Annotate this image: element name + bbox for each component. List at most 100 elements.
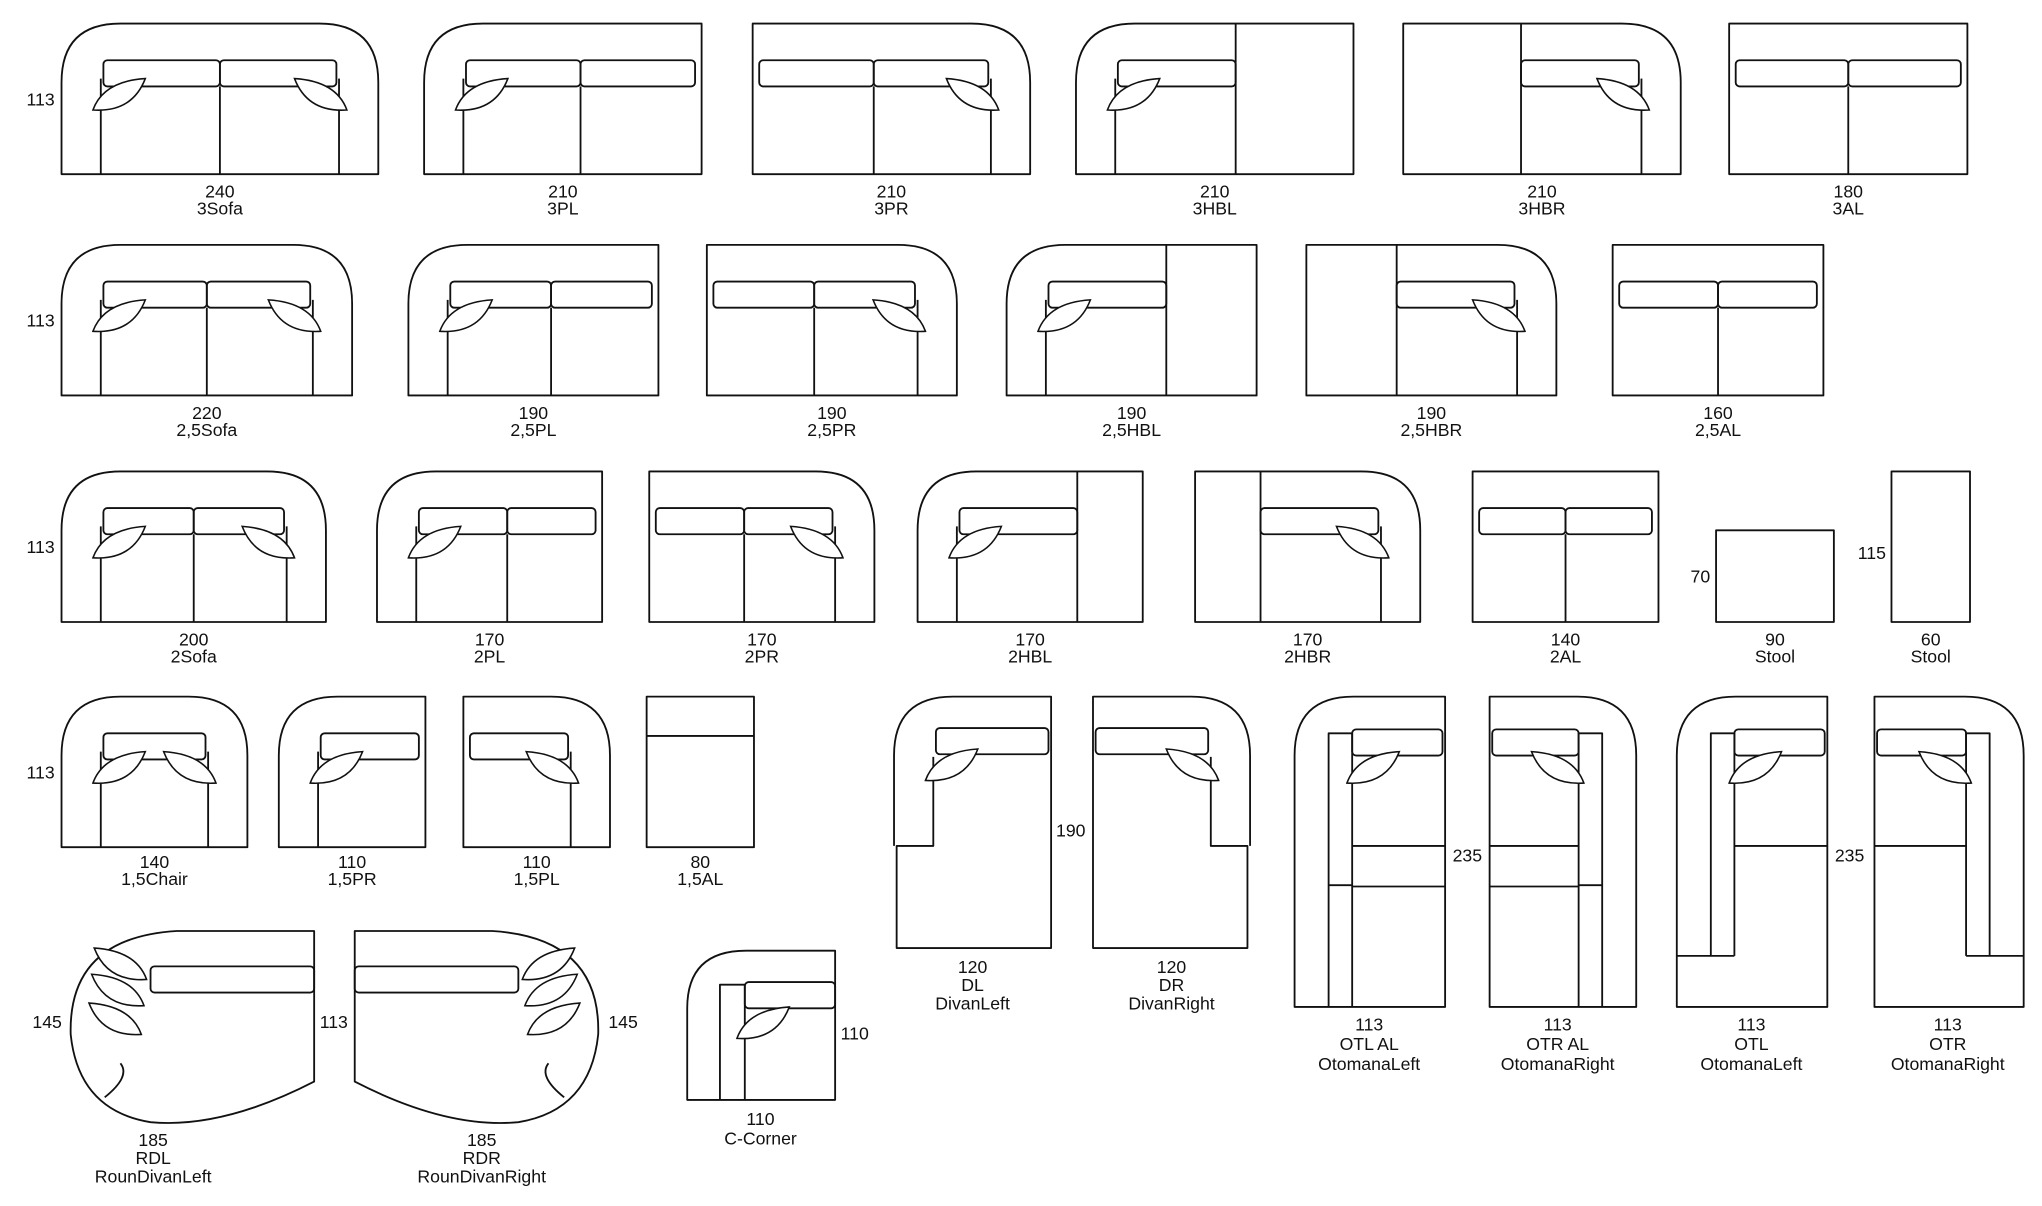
armrest-cushion-icon [1728, 750, 1783, 784]
back-cushion [192, 507, 285, 536]
back-cushion [102, 732, 207, 761]
armrest-cushion-icon [438, 299, 494, 333]
armrest-cushion-icon [526, 1002, 582, 1036]
outline [719, 983, 746, 1100]
module-label: C-Corner [724, 1128, 797, 1148]
back-cushion [712, 280, 816, 309]
outline [686, 949, 837, 1101]
armrest-cushion-icon [521, 947, 576, 981]
module-label: 185 [467, 1130, 497, 1150]
back-cushion [654, 507, 746, 536]
back-cushion [149, 965, 316, 994]
armrest-cushion-icon [1595, 77, 1651, 111]
module-label: 120 [958, 957, 988, 977]
depth-label: 145 [608, 1012, 638, 1032]
armrest-cushion-icon [924, 748, 979, 782]
back-cushion [743, 507, 834, 536]
outline [1577, 732, 1604, 1007]
outline [1402, 22, 1682, 176]
outline [423, 22, 703, 176]
module-label: 3HBR [1518, 199, 1565, 219]
module-label: 220 [192, 403, 222, 423]
back-cushion [319, 732, 420, 761]
armrest-cushion-icon [91, 750, 147, 784]
outline [648, 470, 876, 623]
module-label: 3HBL [1193, 199, 1237, 219]
module-label: OtomanaRight [1891, 1054, 2005, 1074]
module-label: RDR [463, 1148, 501, 1168]
module-label: 185 [138, 1130, 168, 1150]
module-label: 2PL [474, 647, 506, 667]
back-cushion [743, 981, 837, 1010]
outline [1194, 470, 1422, 623]
depth-label: 235 [1835, 846, 1865, 866]
row-depth-label: 113 [27, 89, 55, 109]
module-label: 180 [1834, 182, 1864, 202]
outline [1728, 22, 1969, 176]
armrest-cushion-icon [293, 77, 348, 111]
module-label: 113 [1934, 1015, 1962, 1035]
outline [1305, 243, 1558, 397]
outline [645, 695, 755, 849]
armrest-cushion-icon [90, 973, 146, 1007]
module-label: 80 [690, 852, 710, 872]
depth-label: 145 [32, 1012, 62, 1032]
back-cushion [1717, 280, 1818, 309]
module-label: DR [1159, 975, 1185, 995]
outline [893, 695, 1053, 949]
module-label: 1,5PL [514, 869, 560, 889]
back-cushion [205, 280, 312, 309]
armrest-cushion-icon [1530, 750, 1585, 784]
armrest-cushion-icon [947, 525, 1003, 559]
module-label: 120 [1157, 957, 1187, 977]
outline [60, 470, 327, 623]
module-label: 2PR [745, 647, 779, 667]
back-cushion [469, 732, 570, 761]
module-label: 2,5PR [807, 420, 856, 440]
depth-label: 113 [320, 1012, 348, 1032]
module-label: 160 [1703, 403, 1733, 423]
outline [1611, 243, 1825, 397]
armrest-cushion-icon [945, 77, 1000, 111]
armrest-cushion-icon [93, 947, 148, 981]
outline [751, 22, 1032, 176]
module-label: 1,5AL [677, 869, 723, 889]
outline [1676, 732, 1736, 957]
back-cushion [872, 59, 990, 88]
outline [277, 695, 427, 849]
armrest-cushion-icon [91, 299, 147, 333]
back-cushion [449, 280, 552, 309]
outline [1005, 243, 1258, 397]
module-label: Stool [1755, 647, 1795, 667]
module-label: 210 [548, 182, 578, 202]
outline [60, 695, 249, 849]
armrest-cushion-icon [525, 750, 580, 784]
armrest-cushion-icon [1165, 748, 1220, 782]
outline [1715, 529, 1835, 623]
armrest-cushion-icon [1335, 525, 1390, 559]
module-label: 210 [1527, 182, 1557, 202]
outline [1890, 470, 1971, 623]
outline [1293, 695, 1447, 1008]
depth-label: 190 [1056, 821, 1086, 841]
module-label: 110 [523, 852, 551, 872]
module-label: 2,5Sofa [176, 420, 237, 440]
back-cushion [1618, 280, 1719, 309]
module-label: 1,5Chair [121, 869, 188, 889]
back-cushion [1734, 59, 1850, 88]
module-label: 113 [1544, 1015, 1572, 1035]
module-label: 2,5HBR [1400, 420, 1462, 440]
